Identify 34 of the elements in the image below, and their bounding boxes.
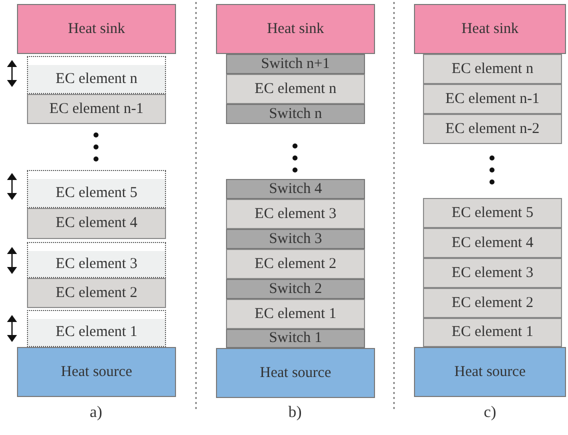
ec-element-layer: EC element 3: [423, 258, 562, 288]
heat-sink-block: Heat sink: [216, 4, 375, 54]
heat-source-block: Heat source: [17, 347, 176, 397]
ec-element-layer: EC element 1: [423, 318, 562, 347]
ec-element-layer: EC element 1: [226, 299, 365, 329]
heat-source-block: Heat source: [414, 347, 566, 397]
ec-element-layer: EC element 2: [27, 278, 166, 308]
ec-element-layer: EC element n-2: [423, 114, 562, 144]
switch-layer: Switch n+1: [226, 54, 365, 74]
movable-ec-element-layer: EC element n: [27, 56, 166, 94]
switch-layer: Switch 4: [226, 179, 365, 199]
switch-layer: Switch n: [226, 104, 365, 124]
heat-sink-block: Heat sink: [414, 4, 566, 54]
ec-element-layer: EC element n-1: [423, 84, 562, 114]
ec-element-layer: EC element 2: [226, 249, 365, 279]
switch-layer: Switch 1: [226, 329, 365, 348]
panel-label: b): [288, 404, 302, 422]
panel-label: c): [484, 404, 496, 422]
ec-element-layer: EC element 4: [423, 228, 562, 258]
heat-sink-block: Heat sink: [17, 4, 176, 54]
heat-source-block: Heat source: [216, 348, 375, 398]
movable-ec-element-layer: EC element 3: [27, 242, 166, 278]
ec-element-layer: EC element 5: [423, 198, 562, 228]
panel-label: a): [90, 404, 102, 422]
movable-ec-element-layer: EC element 5: [27, 170, 166, 208]
ec-element-layer: EC element n: [423, 54, 562, 84]
ec-element-layer: EC element n-1: [27, 94, 166, 124]
movable-ec-element-layer: EC element 1: [27, 310, 166, 347]
switch-layer: Switch 2: [226, 279, 365, 299]
ec-element-layer: EC element 4: [27, 208, 166, 239]
ec-element-layer: EC element n: [226, 74, 365, 104]
ec-element-layer: EC element 3: [226, 199, 365, 229]
ec-element-layer: EC element 2: [423, 288, 562, 318]
switch-layer: Switch 3: [226, 229, 365, 249]
